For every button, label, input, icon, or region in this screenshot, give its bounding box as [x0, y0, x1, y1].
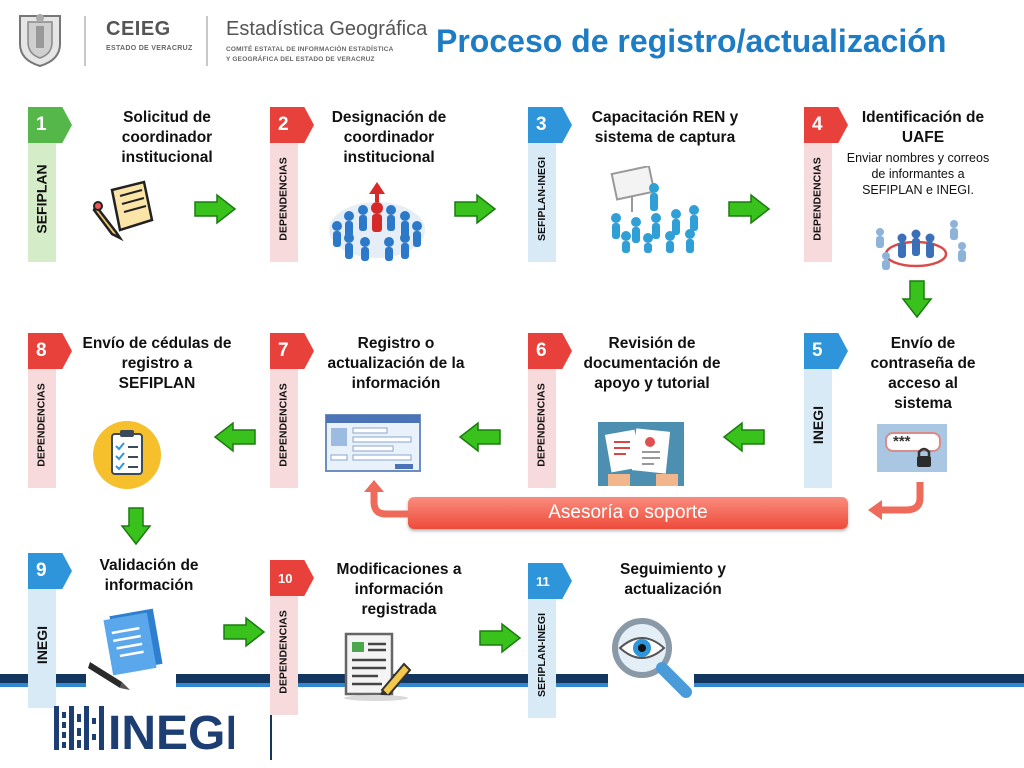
step-6-entity: DEPENDENCIAS [536, 383, 548, 467]
step-11-entity: SEFIPLAN-INEGI [536, 612, 549, 698]
step-3-title: Capacitación REN y sistema de captura [591, 109, 739, 146]
green-arrow-right-icon [728, 193, 771, 225]
step-4-number: 4 [804, 107, 848, 143]
password-lock-icon: *** [877, 424, 947, 472]
step-9-number: 9 [28, 553, 72, 589]
ceieg-logo-subtitle: ESTADO DE VERACRUZ [106, 45, 193, 52]
step-10-entity: DEPENDENCIAS [278, 610, 290, 694]
step-5-entity: INEGI [810, 405, 826, 445]
step-2-title: Designación de coordinador institucional [331, 109, 447, 166]
step-1-bar: 1 SEFIPLAN [28, 107, 72, 262]
magnifier-eye-icon [608, 614, 694, 700]
step-2-entity: DEPENDENCIAS [278, 157, 290, 241]
step-8-bar: 8 DEPENDENCIAS [28, 333, 72, 488]
step-9-title: Validación de información [99, 557, 199, 594]
step-2-bar: 2 DEPENDENCIAS [270, 107, 314, 262]
step-8-number: 8 [28, 333, 72, 369]
training-icon [610, 166, 699, 253]
page-title: Proceso de registro/actualización [436, 23, 947, 59]
step-1-title: Solicitud de coordinador institucional [121, 109, 213, 166]
header-divider [84, 16, 86, 66]
logo-subtitle-line1: COMITÉ ESTATAL DE INFORMACIÓN ESTADÍSTIC… [226, 46, 394, 53]
step-4-entity: DEPENDENCIAS [812, 157, 824, 241]
document-pen-icon [92, 180, 154, 242]
inegi-logo-text: INEGI [108, 707, 234, 752]
step-1-number: 1 [28, 107, 72, 143]
green-arrow-right-icon [223, 616, 266, 648]
green-arrow-left-icon [458, 421, 501, 453]
step-6-title: Revisión de documentación de apoyo y tut… [583, 335, 721, 392]
green-arrow-down-icon [901, 280, 933, 319]
password-field: *** [885, 432, 941, 452]
green-arrow-right-icon [454, 193, 497, 225]
step-4-description: Enviar nombres y correos de informantes … [846, 151, 990, 197]
step-7-bar: 7 DEPENDENCIAS [270, 333, 314, 488]
step-6-bar: 6 DEPENDENCIAS [528, 333, 572, 488]
documents-review-icon [598, 422, 684, 486]
estadistica-geografica-logo: Estadística Geográfica [226, 18, 428, 40]
footer-band-light [0, 683, 1024, 687]
green-arrow-left-icon [722, 421, 765, 453]
document-edit-icon [344, 632, 412, 701]
green-arrow-right-icon [194, 193, 237, 225]
curved-arrow-up-icon [364, 480, 408, 518]
step-10-number: 10 [270, 560, 314, 596]
green-arrow-right-icon [479, 622, 522, 654]
green-arrow-left-icon [213, 421, 256, 453]
green-arrow-down-icon [120, 507, 152, 546]
step-10-title: Modificaciones a información registrada [336, 561, 462, 618]
step-5-title: Envío de contraseña de acceso al sistema [870, 335, 976, 412]
step-7-number: 7 [270, 333, 314, 369]
step-8-entity: DEPENDENCIAS [36, 383, 48, 467]
step-11-title: Seguimiento y actualización [620, 561, 726, 598]
step-10-bar: 10 DEPENDENCIAS [270, 560, 314, 715]
support-banner: Asesoría o soporte [408, 497, 848, 529]
step-4-title: Identificación de UAFE [861, 109, 985, 146]
step-5-bar: 5 INEGI [804, 333, 848, 488]
step-3-bar: 3 SEFIPLAN-INEGI [528, 107, 572, 262]
step-11-number: 11 [528, 563, 572, 599]
step-6-number: 6 [528, 333, 572, 369]
curved-arrow-left-icon [868, 482, 924, 520]
veracruz-coat-of-arms-icon [19, 14, 61, 68]
clipboard-checklist-icon [93, 421, 161, 489]
vertical-rule [270, 715, 272, 760]
step-7-title: Registro o actualización de la informaci… [327, 335, 465, 392]
padlock-icon [917, 447, 931, 467]
inegi-logo: INEGI [54, 706, 234, 752]
step-9-bar: 9 INEGI [28, 553, 72, 708]
step-9-entity: INEGI [34, 625, 50, 665]
form-screen-icon [325, 414, 421, 472]
step-5-number: 5 [804, 333, 848, 369]
footer-band-dark [0, 674, 1024, 683]
step-4-bar: 4 DEPENDENCIAS [804, 107, 848, 262]
header-divider [206, 16, 208, 66]
people-circle-icon [329, 182, 425, 261]
step-3-number: 3 [528, 107, 572, 143]
logo-subtitle-line2: Y GEOGRÁFICA DEL ESTADO DE VERACRUZ [226, 56, 375, 63]
step-1-entity: SEFIPLAN [34, 164, 51, 234]
step-8-title: Envío de cédulas de registro a SEFIPLAN [82, 335, 232, 392]
step-2-number: 2 [270, 107, 314, 143]
step-7-entity: DEPENDENCIAS [278, 383, 290, 467]
group-target-icon [876, 220, 966, 270]
step-3-entity: SEFIPLAN-INEGI [536, 156, 549, 242]
step-11-bar: 11 SEFIPLAN-INEGI [528, 563, 572, 718]
checklist-pen-icon [86, 604, 176, 696]
ceieg-logo: CEIEG [106, 18, 171, 40]
